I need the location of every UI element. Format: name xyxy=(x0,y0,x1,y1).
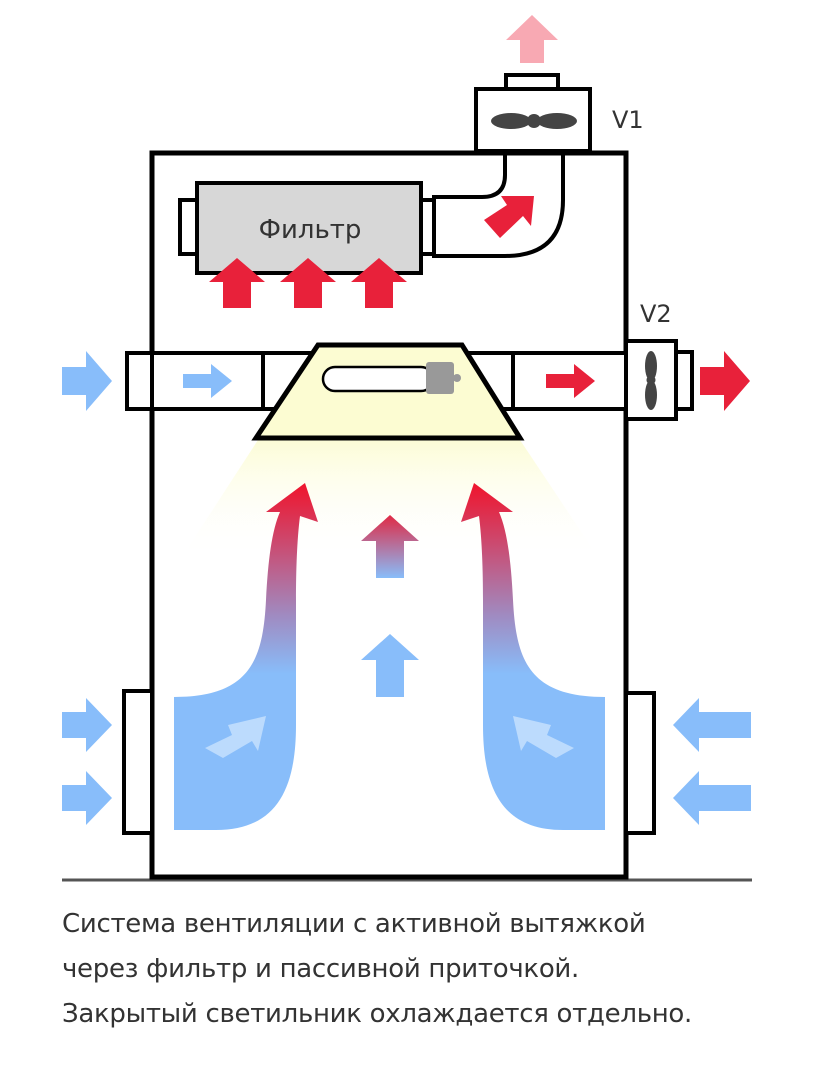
ventilation-diagram: V1 Фильтр V2 xyxy=(62,15,752,882)
intake-arrows-left xyxy=(62,698,112,825)
filter-inlet-collar xyxy=(178,198,199,256)
exhaust-arrow-outside xyxy=(700,351,750,411)
caption: Система вентиляции с активной вытяжкой ч… xyxy=(62,902,802,1037)
lamp-duct-left xyxy=(125,351,265,411)
airflow-right-inner-arrow xyxy=(513,716,574,758)
fan-v1-outlet xyxy=(504,73,560,91)
fan-v2-label: V2 xyxy=(640,300,672,328)
exhaust-arrow-duct xyxy=(546,364,595,398)
exhaust-duct xyxy=(432,151,565,258)
passive-intake-right xyxy=(624,691,656,835)
tube-lamp-icon xyxy=(321,362,461,394)
carbon-filter xyxy=(195,181,423,275)
airflow-right xyxy=(461,483,605,830)
airflow-left-inner-arrow xyxy=(205,716,266,758)
fan-propeller-icon xyxy=(645,351,657,410)
grow-tent-body xyxy=(149,150,629,880)
hot-air-arrow xyxy=(484,196,534,238)
filter-label: Фильтр xyxy=(259,215,362,245)
intake-arrows-right xyxy=(673,698,751,825)
airflow-left xyxy=(174,483,318,830)
caption-line: через фильтр и пассивной приточкой. xyxy=(62,954,579,984)
center-warm-arrow xyxy=(361,515,419,578)
fan-v1-label: V1 xyxy=(612,106,644,134)
caption-line: Закрытый светильник охлаждается отдельно… xyxy=(62,999,692,1029)
fan-propeller-icon xyxy=(491,113,577,129)
intake-arrow-duct xyxy=(183,364,232,398)
filter-intake-arrows xyxy=(209,258,407,308)
passive-intake-left xyxy=(122,689,154,835)
intake-arrow-outside xyxy=(62,351,112,411)
exhaust-arrow xyxy=(506,15,558,63)
center-cool-arrow xyxy=(361,634,419,697)
caption-line: Система вентиляции с активной вытяжкой xyxy=(62,909,646,939)
